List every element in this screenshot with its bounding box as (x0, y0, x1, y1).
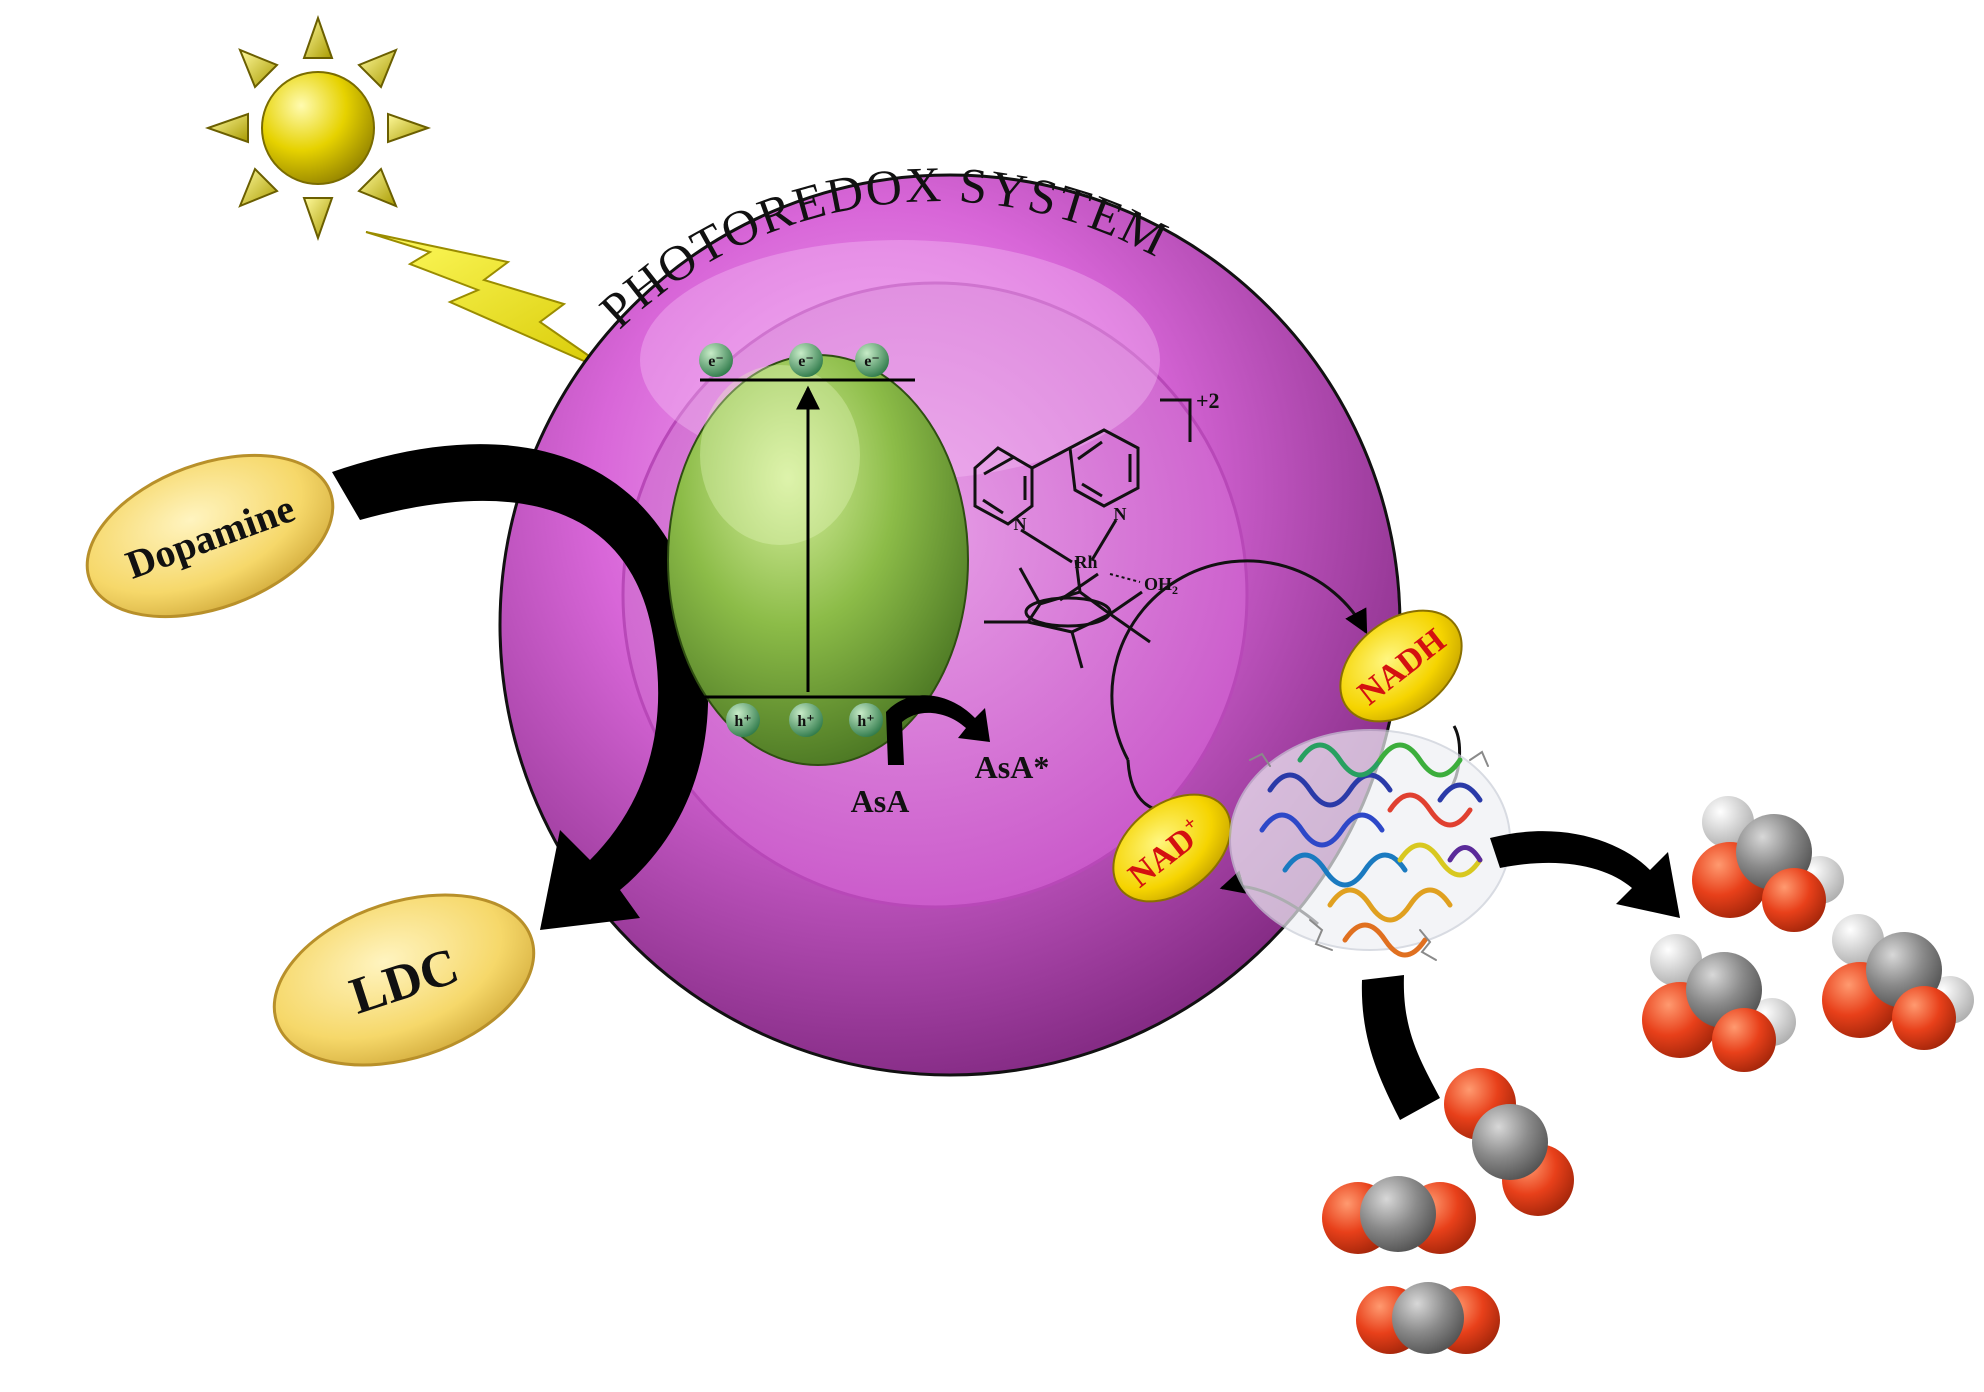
semiconductor-highlight (700, 365, 860, 545)
electron: e⁻ (699, 343, 733, 377)
svg-text:N: N (1114, 504, 1127, 524)
svg-text:Rh: Rh (1074, 552, 1097, 572)
co2-molecule-icon (1356, 1282, 1500, 1354)
ldc-oval: LDC (272, 893, 536, 1067)
formic-acid-molecule-icon (1642, 934, 1796, 1072)
enzyme-protein-icon (1229, 729, 1511, 961)
electron: e⁻ (789, 343, 823, 377)
dopamine-to-ldc-arrow (332, 444, 709, 930)
co2-molecule-icon (1322, 1176, 1476, 1254)
formic-acid-molecule-icon (1692, 796, 1844, 932)
nad-plus-oval: NAD+ (1112, 793, 1232, 903)
co2-to-enzyme-arrow (1361, 975, 1440, 1120)
co2-molecule-icon (1444, 1068, 1574, 1216)
hole: h⁺ (849, 703, 883, 737)
rhodium-complex-labels: N N Rh OH2 +2 (1014, 388, 1220, 597)
svg-text:e⁻: e⁻ (864, 353, 880, 370)
rhodium-complex-structure (973, 398, 1192, 669)
sun-icon (204, 14, 432, 242)
svg-text:e⁻: e⁻ (708, 353, 724, 370)
hole: h⁺ (789, 703, 823, 737)
lightning-bolt-icon (365, 231, 619, 377)
asa-star-label: AsA* (975, 749, 1050, 785)
asa-oxidation-arrow (886, 695, 990, 765)
svg-text:h⁺: h⁺ (797, 713, 814, 730)
enzyme-to-formic-acid-arrow (1490, 831, 1680, 918)
formic-acid-molecule-icon (1822, 914, 1974, 1050)
svg-text:N: N (1014, 514, 1027, 534)
nadh-oval: NADH (1339, 609, 1463, 723)
dopamine-oval: Dopamine (85, 453, 335, 619)
svg-text:e⁻: e⁻ (798, 353, 814, 370)
hole: h⁺ (726, 703, 760, 737)
electron: e⁻ (855, 343, 889, 377)
asa-label: AsA (851, 783, 910, 819)
svg-text:h⁺: h⁺ (734, 713, 751, 730)
svg-text:+2: +2 (1196, 388, 1220, 413)
nad-cycle-arc-top (1110, 559, 1368, 761)
svg-text:h⁺: h⁺ (857, 713, 874, 730)
